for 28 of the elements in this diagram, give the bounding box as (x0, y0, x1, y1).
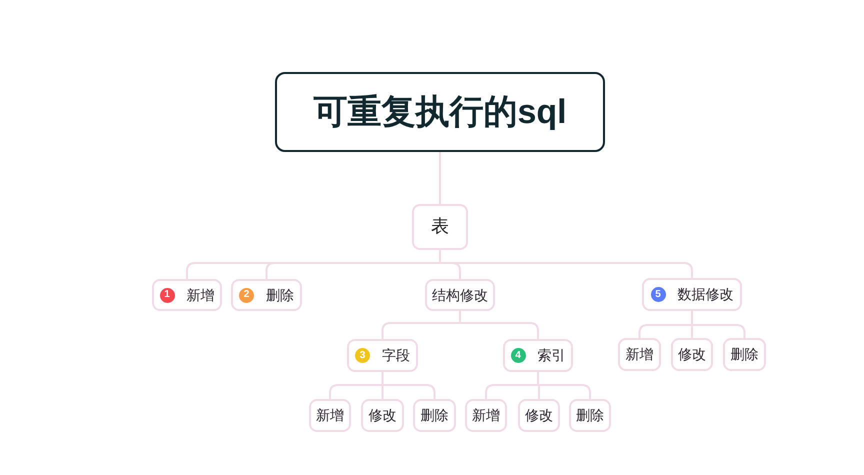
topic-box (503, 339, 573, 372)
topic-box: 删除 (723, 338, 766, 371)
topic-box: 修改 (518, 399, 560, 432)
root-topic-box: 可重复执行的sql (275, 72, 605, 152)
topic-label: 索引 (538, 347, 566, 364)
topic-box: 删除 (413, 399, 456, 432)
topic-label: 字段 (382, 347, 410, 364)
topic-box: 删除 (569, 399, 611, 432)
number-badge: 2 (239, 288, 254, 302)
topic-box: 新增 (618, 338, 661, 371)
number-badge: 1 (160, 288, 174, 302)
topic-box (152, 279, 222, 311)
topic-box: 结构修改 (425, 279, 495, 311)
topic-box: 修改 (361, 399, 404, 432)
topic-box: 修改 (671, 338, 713, 371)
topic-box (231, 279, 302, 311)
topic-box (347, 339, 418, 372)
number-badge: 5 (650, 287, 666, 302)
topic-label: 数据修改 (678, 286, 734, 303)
topic-box: 新增 (465, 399, 507, 432)
number-badge: 3 (355, 348, 370, 363)
topic-box: 表 (412, 204, 468, 250)
topic-box: 新增 (309, 399, 351, 432)
topic-label: 新增 (186, 286, 214, 304)
topic-box (642, 278, 742, 311)
topic-label: 删除 (266, 286, 294, 304)
connector-line (439, 152, 441, 204)
number-badge: 4 (510, 348, 526, 363)
